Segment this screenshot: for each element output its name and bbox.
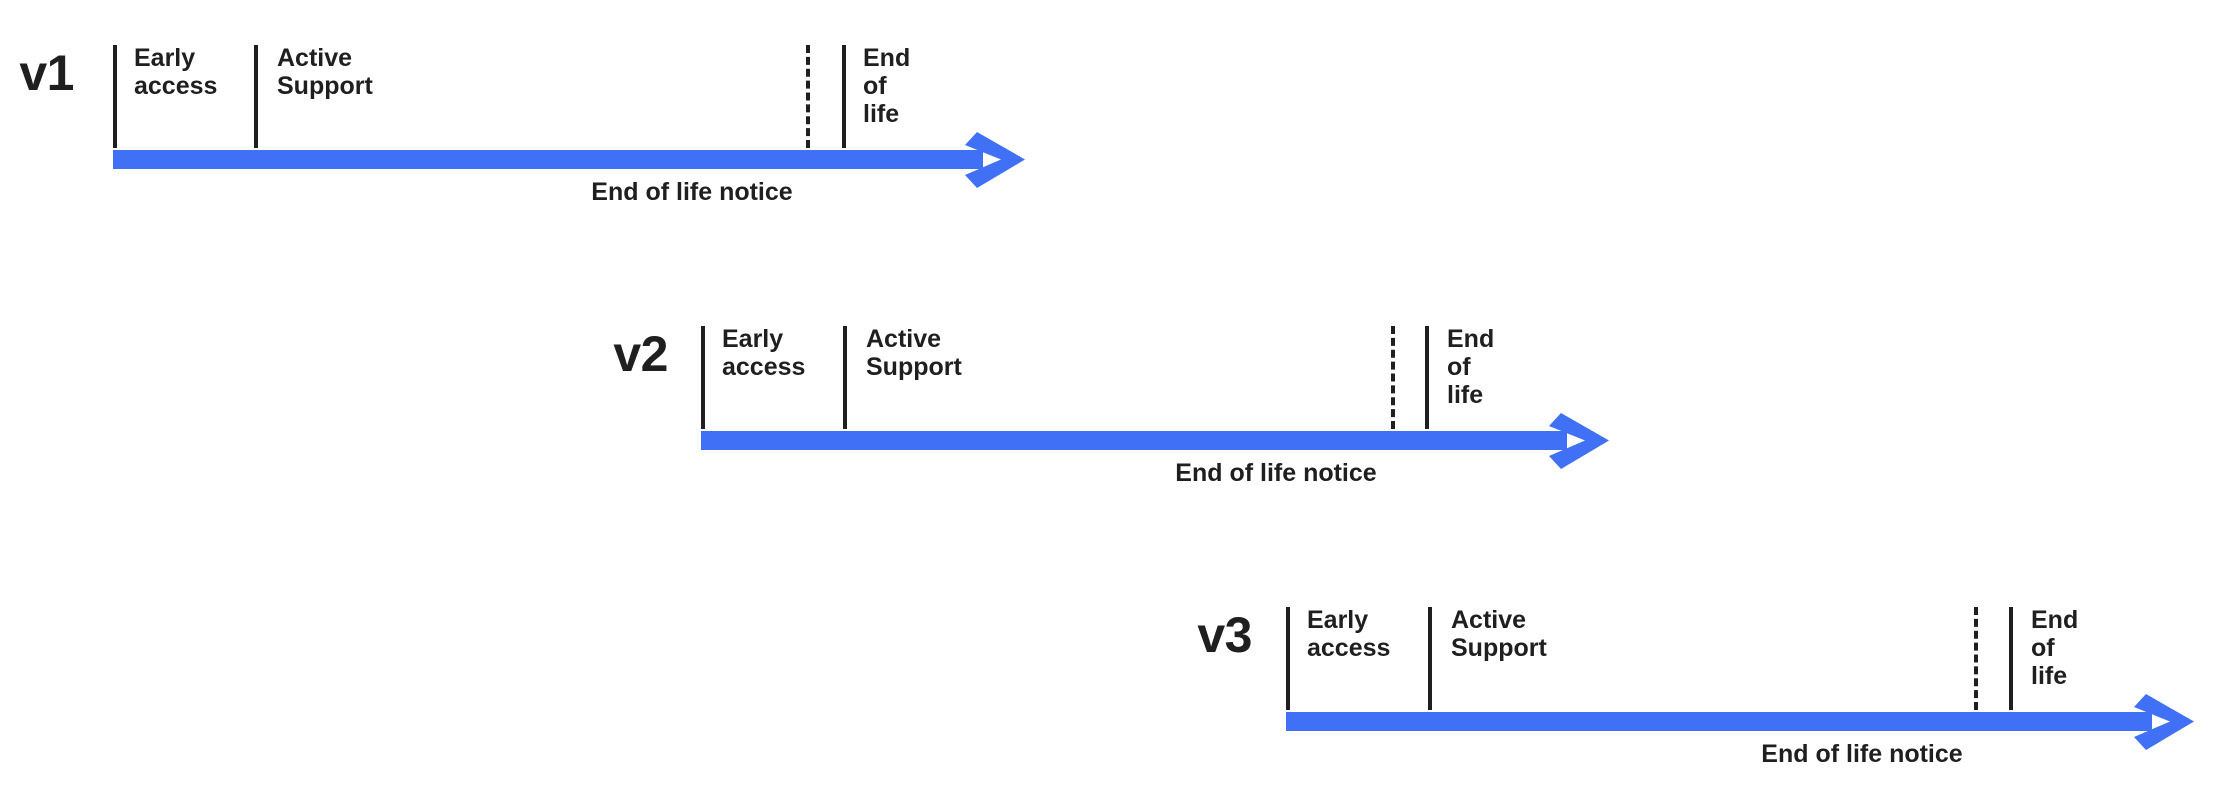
phase-label-active-support-v3: Active Support <box>1451 606 1547 662</box>
phase-label-early-access-v1: Early access <box>134 44 218 100</box>
phase-label-active-support-v2: Active Support <box>866 325 962 381</box>
lifecycle-arrow-head-v3 <box>2134 692 2204 757</box>
notice-label-v1: End of life notice <box>591 178 793 206</box>
lifecycle-arrow-head-v1 <box>965 130 1035 195</box>
phase-label-early-access-v2: Early access <box>722 325 806 381</box>
phase-label-end-of-life-v2: End of life <box>1447 325 1495 409</box>
version-label-v3: v3 <box>1197 607 1252 663</box>
lifecycle-arrow-head-v2 <box>1549 411 1619 476</box>
phase-divider-end-of-life-v3 <box>2009 607 2013 710</box>
phase-divider-end-of-life-v1 <box>842 45 846 148</box>
end-of-life-notice-marker-v2 <box>1391 326 1395 429</box>
phase-label-early-access-v3: Early access <box>1307 606 1391 662</box>
phase-divider-start-v1 <box>113 45 117 148</box>
phase-divider-active-support-v3 <box>1428 607 1432 710</box>
version-label-v1: v1 <box>19 45 74 101</box>
lifecycle-arrow-shaft-v3 <box>1286 712 2152 731</box>
lifecycle-arrow-shaft-v1 <box>113 150 983 169</box>
phase-label-end-of-life-v1: End of life <box>863 44 911 128</box>
end-of-life-notice-marker-v3 <box>1974 607 1978 710</box>
phase-divider-start-v3 <box>1286 607 1290 710</box>
phase-divider-active-support-v1 <box>254 45 258 148</box>
notice-label-v3: End of life notice <box>1761 740 1963 768</box>
phase-divider-start-v2 <box>701 326 705 429</box>
phase-label-active-support-v1: Active Support <box>277 44 373 100</box>
phase-divider-end-of-life-v2 <box>1425 326 1429 429</box>
lifecycle-arrow-shaft-v2 <box>701 431 1567 450</box>
end-of-life-notice-marker-v1 <box>806 45 810 148</box>
phase-label-end-of-life-v3: End of life <box>2031 606 2079 690</box>
version-label-v2: v2 <box>613 326 668 382</box>
notice-label-v2: End of life notice <box>1175 459 1377 487</box>
phase-divider-active-support-v2 <box>843 326 847 429</box>
